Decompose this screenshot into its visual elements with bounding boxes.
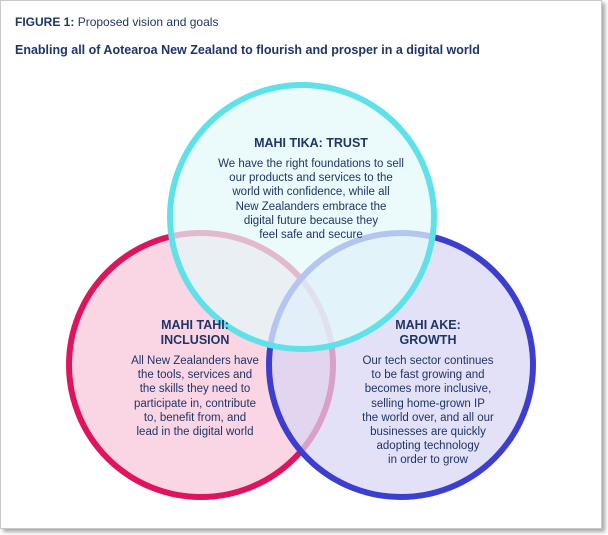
trust-line: We have the right foundations to sell: [218, 158, 404, 170]
growth-heading-line: MAHI AKE:: [395, 318, 461, 332]
growth-section: MAHI AKE: GROWTH Our tech sector continu…: [339, 318, 517, 468]
growth-line: adopting technology: [376, 440, 480, 453]
inclusion-heading: MAHI TAHI: INCLUSION: [111, 318, 279, 348]
trust-line: digital future because they: [243, 214, 379, 227]
trust-heading: MAHI TIKA: TRUST: [254, 136, 368, 150]
inclusion-line: participate in, contribute: [133, 397, 257, 410]
trust-line: feel safe and secure: [259, 229, 363, 242]
growth-line: the world over, and all our: [362, 411, 494, 424]
inclusion-line: the tools, services and: [137, 369, 253, 382]
inclusion-description: All New Zealanders have the tools, servi…: [111, 354, 279, 439]
growth-line: to be fast growing and: [371, 369, 485, 382]
inclusion-line: All New Zealanders have: [131, 355, 259, 367]
trust-circle: [167, 82, 437, 352]
figure-number: FIGURE 1:: [15, 15, 75, 29]
trust-line: our products and services to the: [229, 172, 393, 185]
inclusion-line: the skills they need to: [139, 383, 251, 396]
growth-line: becomes more inclusive,: [364, 383, 492, 396]
growth-line: in order to grow: [388, 454, 468, 467]
inclusion-heading-line: MAHI TAHI:: [161, 318, 229, 332]
growth-heading: MAHI AKE: GROWTH: [339, 318, 517, 348]
inclusion-line: to, benefit from, and: [143, 411, 247, 424]
growth-line: selling home-grown IP: [371, 397, 485, 410]
inclusion-line: lead in the digital world: [136, 426, 254, 439]
trust-description: We have the right foundations to sell ou…: [199, 157, 423, 242]
trust-line: New Zealanders embrace the: [235, 200, 387, 213]
growth-description: Our tech sector continues to be fast gro…: [339, 354, 517, 468]
inclusion-heading-line: INCLUSION: [160, 333, 230, 347]
growth-line: businesses are quickly: [370, 426, 486, 439]
trust-section: MAHI TIKA: TRUST We have the right found…: [199, 136, 423, 242]
growth-heading-line: GROWTH: [399, 333, 457, 347]
trust-line: world with confidence, while all: [232, 186, 390, 199]
figure-label: FIGURE 1: Proposed vision and goals: [15, 15, 218, 29]
figure-title: Enabling all of Aotearoa New Zealand to …: [15, 43, 480, 57]
venn-diagram: [66, 82, 536, 500]
figure-frame: FIGURE 1: Proposed vision and goals Enab…: [0, 0, 602, 529]
inclusion-section: MAHI TAHI: INCLUSION All New Zealanders …: [111, 318, 279, 439]
growth-line: Our tech sector continues: [362, 355, 494, 367]
figure-caption: Proposed vision and goals: [77, 15, 219, 29]
